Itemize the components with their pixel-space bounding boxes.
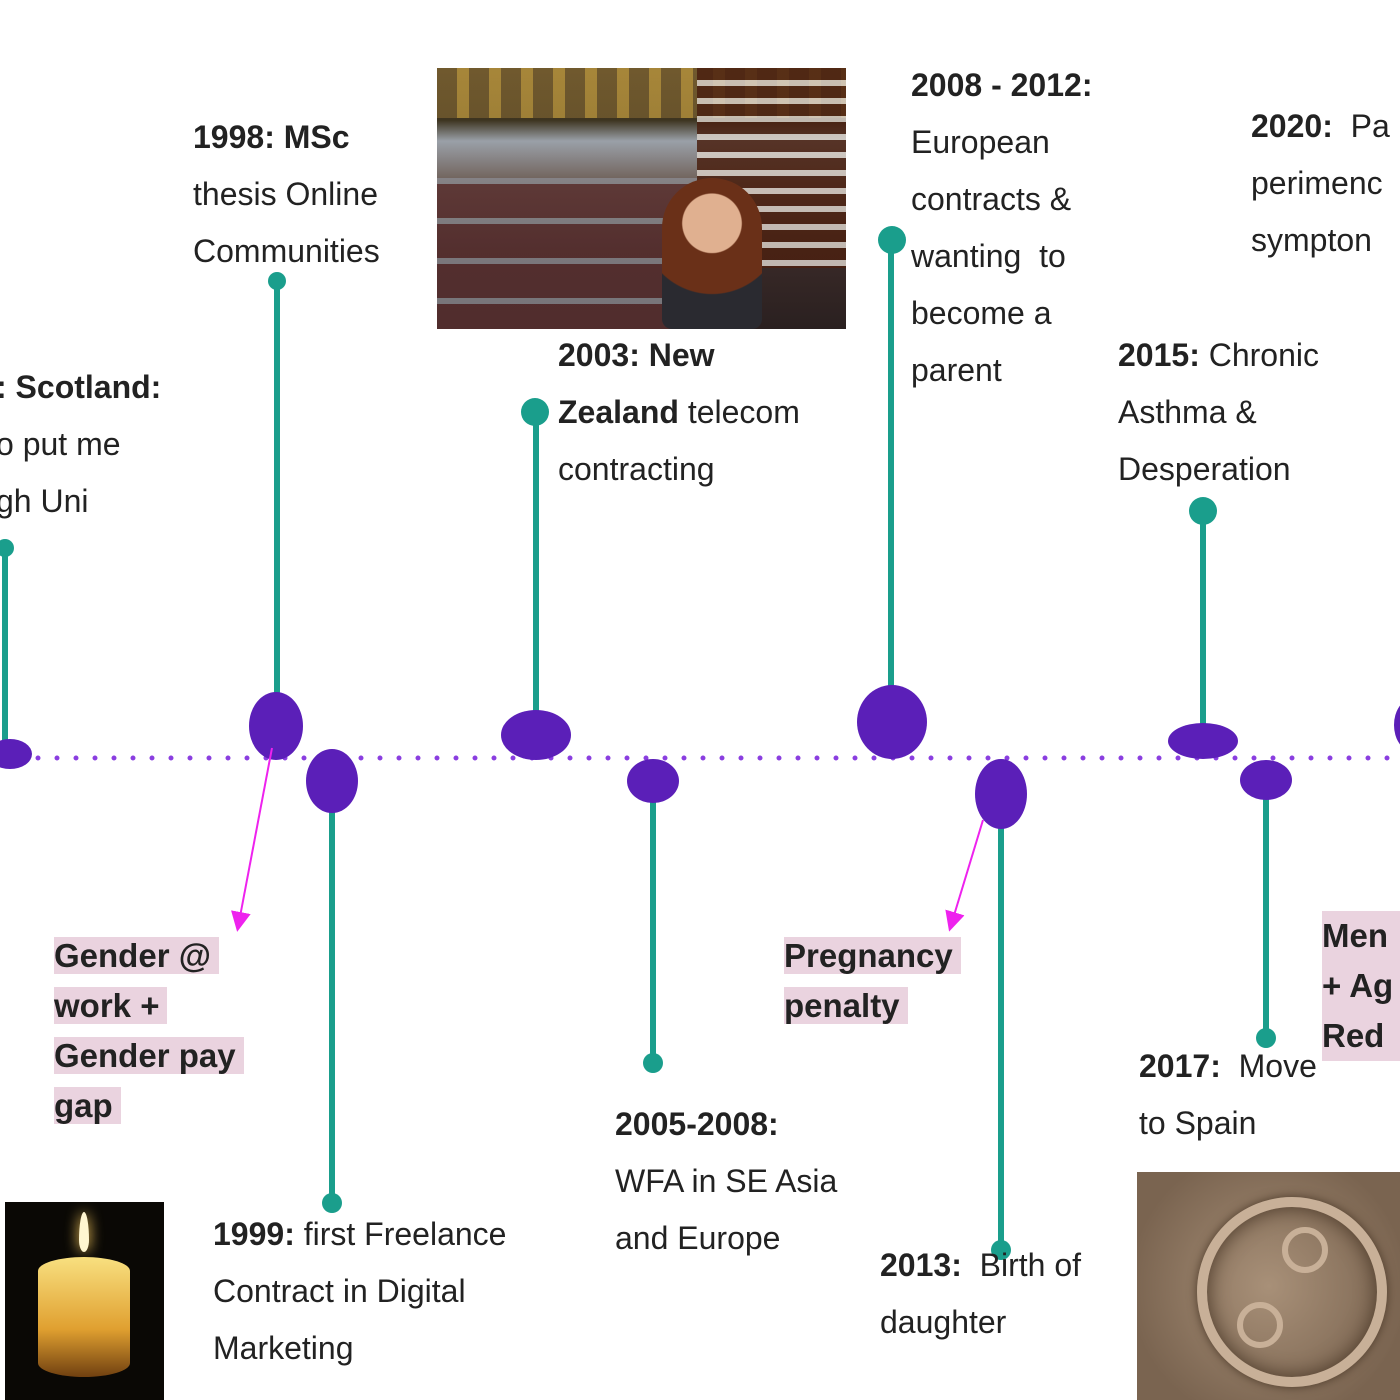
node-2005 xyxy=(627,759,679,803)
event-2003: 2003: New Zealand telecom contracting xyxy=(558,327,800,498)
event-text: wanting to xyxy=(911,238,1066,274)
event-1999: 1999: first Freelance Contract in Digita… xyxy=(213,1206,506,1377)
event-text: Desperation xyxy=(1118,451,1291,487)
note-line: Gender @ xyxy=(54,937,219,974)
event-2013: 2013: Birth of daughter xyxy=(880,1237,1081,1351)
event-year: 2008 - 2012: xyxy=(911,67,1093,103)
event-text: Asthma & xyxy=(1118,394,1257,430)
note-line: Men xyxy=(1322,917,1396,954)
event-year: 2020: xyxy=(1251,108,1333,144)
event-year: 1998: MSc xyxy=(193,119,350,155)
note-line: + Ag xyxy=(1322,967,1400,1004)
event-text: Contract in Digital xyxy=(213,1273,466,1309)
note-line: Gender pay xyxy=(54,1037,244,1074)
event-year: 2005-2008: xyxy=(615,1106,779,1142)
event-text: European xyxy=(911,124,1050,160)
note-line: Pregnancy xyxy=(784,937,961,974)
node-2020 xyxy=(1394,705,1400,745)
node-2008 xyxy=(857,685,927,759)
event-text: become a xyxy=(911,295,1052,331)
event-text: to Spain xyxy=(1139,1105,1257,1141)
node-2015 xyxy=(1168,723,1238,759)
stem-dot xyxy=(878,226,906,254)
arrow-pregnancy xyxy=(945,819,984,932)
node-scotland xyxy=(0,739,32,769)
event-text: contracts & xyxy=(911,181,1072,217)
note-gender-pay-gap: Gender @ work + Gender pay gap xyxy=(54,931,244,1131)
event-text: telecom xyxy=(678,394,800,430)
node-2003 xyxy=(501,710,571,760)
event-text: gh Uni xyxy=(0,483,89,519)
event-text: Communities xyxy=(193,233,380,269)
stem-dot xyxy=(0,539,14,557)
event-text: daughter xyxy=(880,1304,1007,1340)
event-year: 2015: xyxy=(1118,337,1200,373)
event-text: sympton xyxy=(1251,222,1372,258)
event-text: and Europe xyxy=(615,1220,781,1256)
new-zealand-shop-photo xyxy=(437,68,846,329)
note-line: work + xyxy=(54,987,168,1024)
node-1998 xyxy=(249,692,303,760)
event-2020: 2020: Pa perimenc sympton xyxy=(1251,98,1390,269)
event-year: 1999: xyxy=(213,1216,295,1252)
event-year: 2003: New xyxy=(558,337,715,373)
event-1998: 1998: MSc thesis Online Communities xyxy=(193,109,380,280)
stem-dot xyxy=(991,1240,1011,1260)
note-menopause: Men + Ag Red xyxy=(1322,911,1400,1061)
stem-dot xyxy=(268,272,286,290)
candle-photo xyxy=(5,1202,164,1400)
event-text: thesis Online xyxy=(193,176,378,212)
note-line: gap xyxy=(54,1087,121,1124)
event-text: Birth of xyxy=(961,1247,1081,1283)
stem-dot xyxy=(643,1053,663,1073)
event-2017: 2017: Move to Spain xyxy=(1139,1038,1317,1152)
event-text: Pa xyxy=(1332,108,1390,144)
stem-dot xyxy=(521,398,549,426)
node-2017 xyxy=(1240,760,1292,800)
note-line: Red xyxy=(1322,1017,1393,1054)
node-2013 xyxy=(975,759,1027,829)
event-text: Chronic xyxy=(1199,337,1319,373)
note-pregnancy-penalty: Pregnancy penalty xyxy=(784,931,961,1031)
event-year: 2013: xyxy=(880,1247,962,1283)
stem-dot xyxy=(322,1193,342,1213)
event-year: : Scotland: xyxy=(0,369,162,405)
event-2008: 2008 - 2012: European contracts & wantin… xyxy=(911,57,1092,399)
event-text: o put me xyxy=(0,426,121,462)
event-text: contracting xyxy=(558,451,715,487)
event-scotland: : Scotland: o put me gh Uni xyxy=(0,359,161,530)
event-text: Zealand xyxy=(558,394,679,430)
event-text: first Freelance xyxy=(294,1216,507,1252)
event-text: perimenc xyxy=(1251,165,1383,201)
event-text: Marketing xyxy=(213,1330,354,1366)
event-year: 2017: xyxy=(1139,1048,1221,1084)
stem-dot xyxy=(1256,1028,1276,1048)
event-text: WFA in SE Asia xyxy=(615,1163,838,1199)
note-line: penalty xyxy=(784,987,908,1024)
yin-yang-stone-photo xyxy=(1137,1172,1400,1400)
event-text: Move xyxy=(1220,1048,1317,1084)
stem-dot xyxy=(1189,497,1217,525)
arrow-gender xyxy=(231,747,273,932)
event-2005: 2005-2008: WFA in SE Asia and Europe xyxy=(615,1096,837,1267)
node-1999 xyxy=(306,749,358,813)
event-text: parent xyxy=(911,352,1002,388)
event-2015: 2015: Chronic Asthma & Desperation xyxy=(1118,327,1319,498)
